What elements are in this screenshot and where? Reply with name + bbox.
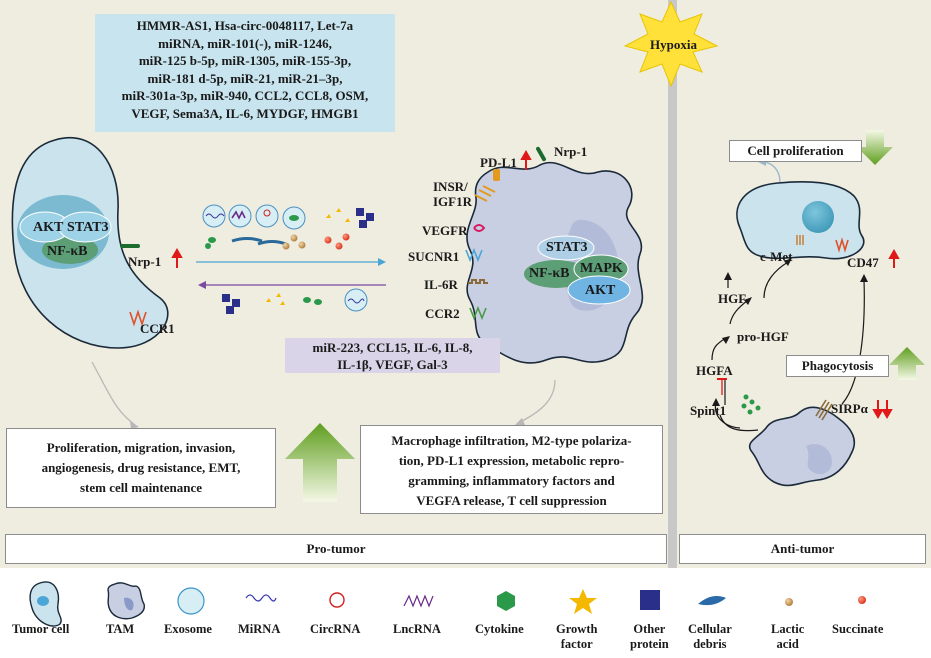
legend-tam: TAM	[106, 622, 134, 637]
ccr2-label: CCR2	[425, 307, 460, 320]
factor-line: miR-223, CCL15, IL-6, IL-8,	[285, 339, 500, 356]
factor-line: miRNA, miR-101(-), miR-1246,	[97, 35, 393, 53]
ccr1-label: CCR1	[140, 322, 175, 335]
effect-line: stem cell maintenance	[7, 478, 275, 498]
spint1-label: Spint1	[690, 404, 726, 417]
cd47-label: CD47	[847, 256, 879, 269]
tam-akt-label: AKT	[585, 284, 615, 298]
legend-lncrna: LncRNA	[393, 622, 441, 637]
factor-line: IL-1β, VEGF, Gal-3	[285, 356, 500, 373]
anti-tumor-title: Anti-tumor	[679, 534, 926, 564]
legend-lactic-acid: Lactic acid	[771, 622, 804, 652]
legend-growth-factor: Growth factor	[556, 622, 597, 652]
panel-divider	[668, 0, 677, 568]
tam-nfkb-label: NF-κB	[529, 267, 569, 281]
factor-line: HMMR-AS1, Hsa-circ-0048117, Let-7a	[97, 17, 393, 35]
igf1r-label: IGF1R	[433, 195, 472, 208]
factor-line: VEGF, Sema3A, IL-6, MYDGF, HMGB1	[97, 105, 393, 123]
nrp1-label: Nrp-1	[128, 255, 161, 268]
insr-label: INSR/	[433, 180, 468, 193]
hgf-label: HGF	[718, 292, 746, 305]
effect-line: angiogenesis, drug resistance, EMT,	[7, 458, 275, 478]
bottom-mid-effects-box: Macrophage infiltration, M2-type polariz…	[360, 425, 663, 514]
tam-stat3-label: STAT3	[546, 241, 588, 255]
effect-line: Macrophage infiltration, M2-type polariz…	[361, 431, 662, 451]
effect-line: Proliferation, migration, invasion,	[7, 438, 275, 458]
anti-nucleus	[802, 201, 834, 233]
factor-line: miR-125 b-5p, miR-1305, miR-155-3p,	[97, 52, 393, 70]
legend-mirna: MiRNA	[238, 622, 280, 637]
legend-tumor-cell: Tumor cell	[12, 622, 69, 637]
cell-proliferation-box: Cell proliferation	[729, 140, 862, 162]
pro-hgf-label: pro-HGF	[737, 330, 789, 343]
legend-circrna: CircRNA	[310, 622, 360, 637]
effect-line: gramming, inflammatory factors and	[361, 471, 662, 491]
factor-line: miR-301a-3p, miR-940, CCL2, CCL8, OSM,	[97, 87, 393, 105]
nfkb-label: NF-κB	[47, 245, 87, 259]
legend-succinate: Succinate	[832, 622, 883, 637]
legend-exosome: Exosome	[164, 622, 212, 637]
left-top-factor-box: HMMR-AS1, Hsa-circ-0048117, Let-7a miRNA…	[95, 14, 395, 132]
pro-tumor-title: Pro-tumor	[5, 534, 667, 564]
tam-nrp1-label: Nrp-1	[554, 145, 587, 158]
factor-line: miR-181 d-5p, miR-21, miR-21–3p,	[97, 70, 393, 88]
sirpa-label: SIRPα	[831, 402, 868, 415]
pdl1-receptor-icon	[493, 169, 500, 181]
pdl1-label: PD-L1	[480, 156, 517, 169]
cmet-label: c-Met	[760, 250, 792, 263]
vegfr-label: VEGFR	[422, 224, 468, 237]
hypoxia-label: Hypoxia	[650, 38, 697, 51]
bottom-left-effects-box: Proliferation, migration, invasion, angi…	[6, 428, 276, 508]
legend-other-protein: Other protein	[630, 622, 669, 652]
nrp1-receptor-icon	[120, 244, 140, 248]
legend-cellular-debris: Cellular debris	[688, 622, 732, 652]
stat3-label: STAT3	[67, 221, 109, 235]
effect-line: tion, PD-L1 expression, metabolic repro-	[361, 451, 662, 471]
il6r-label: IL-6R	[424, 278, 458, 291]
hgfa-label: HGFA	[696, 364, 733, 377]
sucnr1-label: SUCNR1	[408, 250, 459, 263]
tam-mapk-label: MAPK	[580, 262, 623, 276]
right-mid-factor-box: miR-223, CCL15, IL-6, IL-8, IL-1β, VEGF,…	[285, 338, 500, 373]
effect-line: VEGFA release, T cell suppression	[361, 491, 662, 511]
phagocytosis-box: Phagocytosis	[786, 355, 889, 377]
legend-cytokine: Cytokine	[475, 622, 524, 637]
akt-label: AKT	[33, 221, 63, 235]
